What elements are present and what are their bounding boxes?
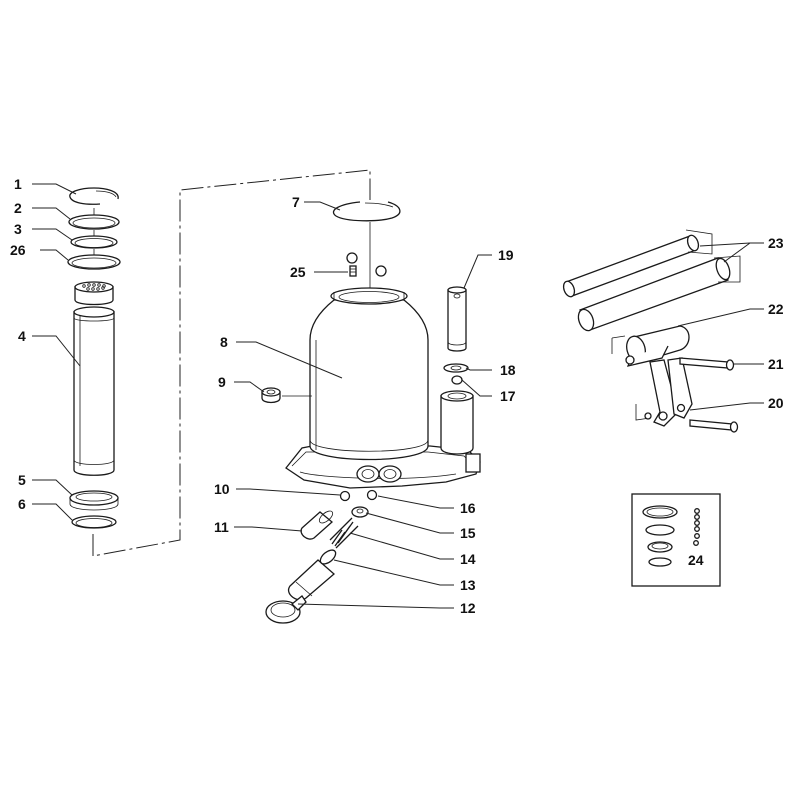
valve-spring-25 xyxy=(349,265,357,277)
ram-assembly xyxy=(67,187,121,529)
valve-screw xyxy=(351,506,369,518)
label-25: 25 xyxy=(290,264,306,280)
label-8: 8 xyxy=(220,334,228,350)
label-19: 19 xyxy=(498,247,514,263)
fill-plug xyxy=(261,387,312,404)
label-20: 20 xyxy=(768,395,784,411)
release-knob xyxy=(265,595,307,624)
label-14: 14 xyxy=(460,551,476,567)
label-2: 2 xyxy=(14,200,22,216)
pin-20 xyxy=(689,419,739,433)
label-7: 7 xyxy=(292,194,300,210)
ball-right xyxy=(375,265,387,277)
release-plunger xyxy=(287,549,337,601)
label-15: 15 xyxy=(460,525,476,541)
seal-kit-box xyxy=(631,493,721,587)
label-1: 1 xyxy=(14,176,22,192)
ball-left xyxy=(346,252,358,264)
pump-tower xyxy=(440,395,474,455)
assembly-dashed-line xyxy=(92,169,371,557)
label-26: 26 xyxy=(10,242,26,258)
valve-spring xyxy=(329,517,359,549)
label-23: 23 xyxy=(768,235,784,251)
label-6: 6 xyxy=(18,496,26,512)
label-17: 17 xyxy=(500,388,516,404)
ram-ring-2 xyxy=(68,214,120,230)
plunger-washer xyxy=(443,363,469,373)
ball-16 xyxy=(366,489,378,501)
port-left xyxy=(356,465,380,483)
pump-plunger xyxy=(447,286,467,352)
pin-21 xyxy=(679,357,735,371)
lever-link xyxy=(635,357,693,427)
main-cylinder xyxy=(309,299,429,461)
label-3: 3 xyxy=(14,221,22,237)
label-16: 16 xyxy=(460,500,476,516)
release-valve xyxy=(300,510,334,540)
ram-ring-26 xyxy=(67,254,121,270)
ball-10 xyxy=(339,490,351,502)
ram-ring-3 xyxy=(70,235,118,249)
handle-tubes xyxy=(562,229,741,332)
label-12: 12 xyxy=(460,600,476,616)
label-11: 11 xyxy=(214,519,229,535)
cylinder-body xyxy=(285,201,481,489)
retaining-ring xyxy=(332,201,401,222)
label-5: 5 xyxy=(18,472,26,488)
port-right xyxy=(378,465,402,483)
label-13: 13 xyxy=(460,577,476,593)
snap-ring xyxy=(69,187,119,205)
label-21: 21 xyxy=(768,356,784,372)
ram-cylinder xyxy=(73,311,115,476)
ram-ring-6 xyxy=(71,515,117,529)
label-10: 10 xyxy=(214,481,230,497)
plunger-seal xyxy=(451,375,463,385)
leader-lines xyxy=(32,183,764,609)
label-18: 18 xyxy=(500,362,516,378)
label-4: 4 xyxy=(18,328,26,344)
callout-labels: 1 2 3 26 4 5 6 7 25 8 9 19 18 17 10 16 1… xyxy=(10,176,784,616)
label-9: 9 xyxy=(218,374,226,390)
lever-socket xyxy=(611,325,690,367)
label-24: 24 xyxy=(688,552,704,568)
label-22: 22 xyxy=(768,301,784,317)
